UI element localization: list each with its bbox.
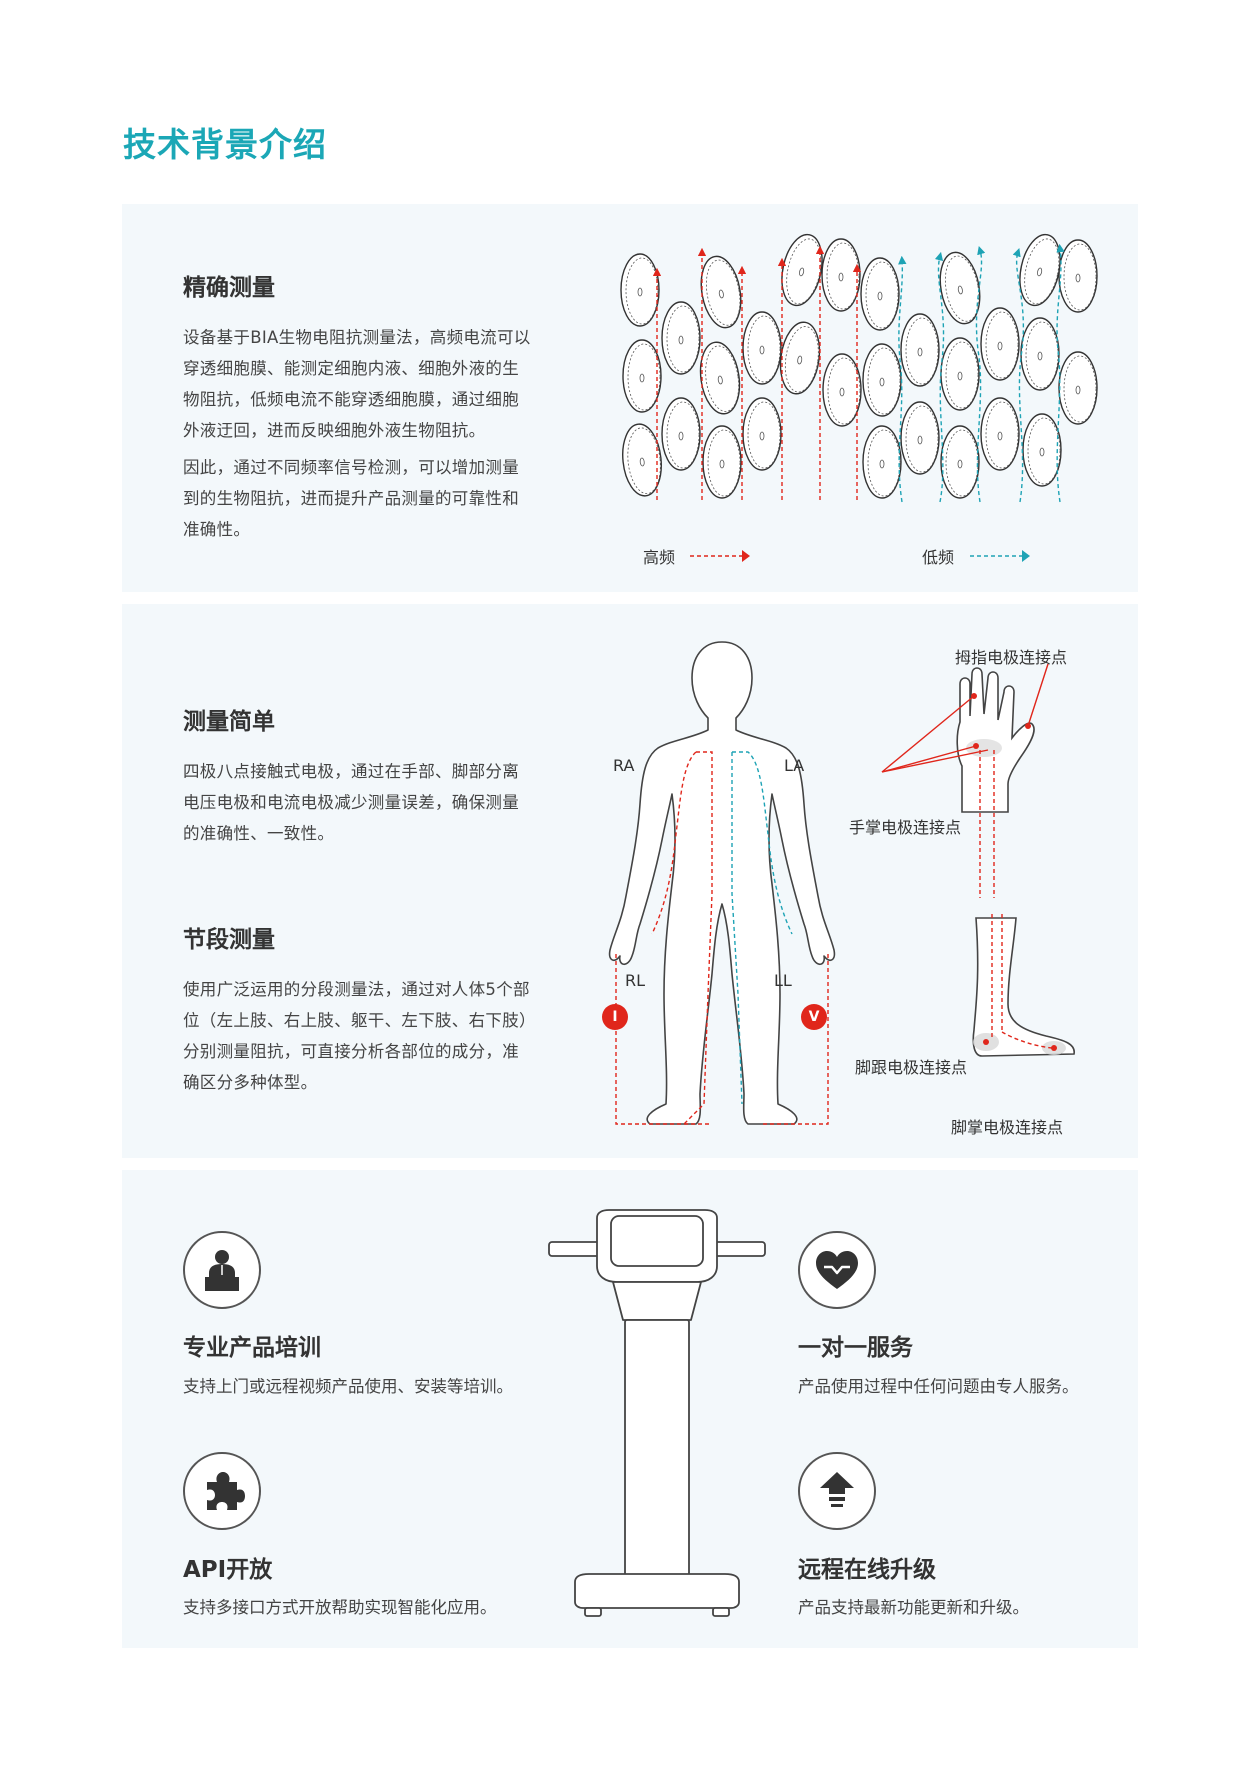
precise-title: 精确测量 [183, 275, 275, 301]
foot-electrode-diagram [972, 914, 1075, 1057]
hand-electrode-diagram [881, 663, 1049, 898]
legend-low-label: 低频 [922, 548, 955, 567]
precise-paragraph-2: 因此，通过不同频率信号检测，可以增加测量到的生物阻抗，进而提升产品测量的可靠性和… [183, 458, 519, 539]
service-remote-upgrade-desc: 产品支持最新功能更新和升级。 [798, 1598, 1029, 1617]
segment-paragraph: 使用广泛运用的分段测量法，通过对人体5个部位（左上肢、右上肢、躯干、左下肢、右下… [183, 980, 530, 1092]
cell-current-diagram [618, 230, 1098, 503]
legend-high-label: 高频 [643, 548, 676, 567]
service-one-on-one-desc: 产品使用过程中任何问题由专人服务。 [798, 1377, 1079, 1396]
low-frequency-current-lines [898, 243, 1065, 503]
service-api-title: API开放 [183, 1557, 273, 1583]
simple-paragraph: 四极八点接触式电极，通过在手部、脚部分离电压电极和电流电极减少测量误差，确保测量… [183, 762, 519, 843]
label-la: LA [784, 756, 805, 775]
precise-paragraph-1: 设备基于BIA生物电阻抗测量法，高频电流可以穿透细胞膜、能测定细胞内液、细胞外液… [183, 328, 531, 440]
high-frequency-current-lines [652, 245, 862, 500]
legend-low-arrow [970, 550, 1030, 562]
segment-title: 节段测量 [183, 927, 275, 953]
precise-measurement-panel: 精确测量 设备基于BIA生物电阻抗测量法，高频电流可以穿透细胞膜、能测定细胞内液… [122, 204, 1138, 592]
service-training-desc: 支持上门或远程视频产品使用、安装等培训。 [183, 1377, 513, 1396]
voltage-electrode-marker: V [801, 1004, 827, 1030]
service-training-title: 专业产品培训 [183, 1335, 321, 1361]
legend-high-arrow [690, 550, 750, 562]
human-body-diagram [608, 641, 836, 1125]
page-title: 技术背景介绍 [123, 125, 327, 164]
sole-electrode-label: 脚掌电极连接点 [951, 1118, 1064, 1137]
palm-electrode-label: 手掌电极连接点 [849, 818, 962, 837]
simple-title: 测量简单 [183, 709, 275, 735]
thumb-electrode-label: 拇指电极连接点 [955, 648, 1068, 667]
body-composition-analyzer-device [548, 1209, 766, 1617]
puzzle-icon [183, 1452, 261, 1530]
high-frequency-cells [618, 230, 862, 499]
service-remote-upgrade-title: 远程在线升级 [798, 1557, 936, 1583]
service-one-on-one-title: 一对一服务 [798, 1335, 913, 1361]
label-ra: RA [613, 756, 635, 775]
label-ll: LL [774, 971, 792, 990]
services-panel: 专业产品培训 支持上门或远程视频产品使用、安装等培训。 API开放 支持多接口方… [122, 1170, 1138, 1648]
upgrade-arrow-icon [798, 1452, 876, 1530]
heart-handshake-icon [798, 1231, 876, 1309]
label-rl: RL [625, 971, 646, 990]
heel-electrode-label: 脚跟电极连接点 [855, 1058, 968, 1077]
current-electrode-marker: I [602, 1004, 628, 1030]
low-frequency-cells [860, 230, 1098, 499]
body-measurement-panel: 测量简单 四极八点接触式电极，通过在手部、脚部分离电压电极和电流电极减少测量误差… [122, 604, 1138, 1158]
service-api-desc: 支持多接口方式开放帮助实现智能化应用。 [183, 1598, 497, 1617]
trainer-icon [183, 1231, 261, 1309]
